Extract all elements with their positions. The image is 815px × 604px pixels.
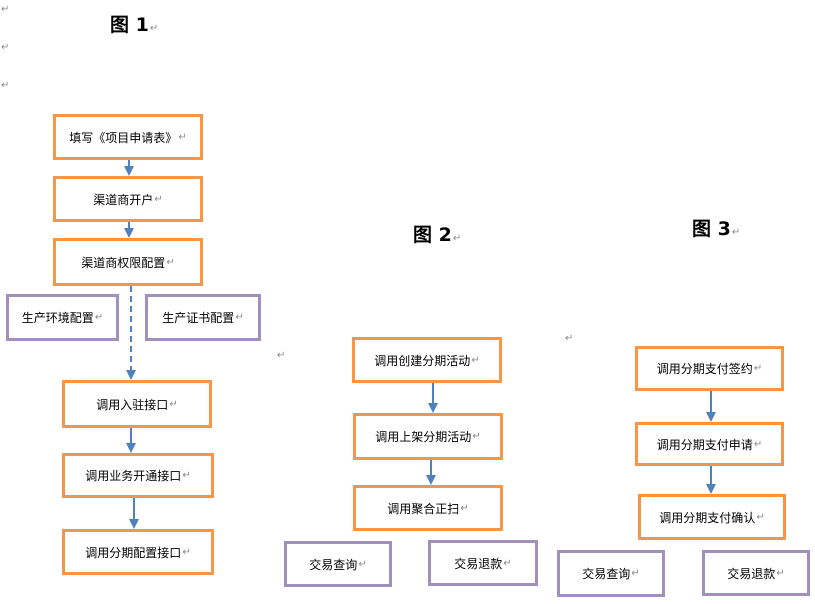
flow-step: 调用创建分期活动↵ bbox=[352, 337, 502, 383]
flow-step: 调用入驻接口↵ bbox=[62, 380, 212, 428]
flow-step: 渠道商权限配置↵ bbox=[53, 238, 203, 286]
paragraph-mark: ↵ bbox=[1, 42, 10, 53]
side-box: 生产证书配置↵ bbox=[145, 294, 261, 341]
paragraph-mark: ↵ bbox=[1, 80, 10, 91]
paragraph-mark: ↵ bbox=[1, 4, 10, 15]
figure-1-title: 图 1↵ bbox=[110, 14, 159, 36]
flow-step: 填写《项目申请表》↵ bbox=[53, 114, 203, 160]
side-box: 交易退款↵ bbox=[702, 550, 810, 596]
paragraph-mark: ↵ bbox=[565, 333, 574, 344]
figure-2-title: 图 2↵ bbox=[413, 224, 462, 246]
flow-step: 调用分期支付申请↵ bbox=[635, 422, 784, 466]
figure-3-title: 图 3↵ bbox=[692, 218, 741, 240]
side-box: 交易查询↵ bbox=[557, 550, 665, 597]
paragraph-mark: ↵ bbox=[277, 350, 286, 361]
side-box: 交易退款↵ bbox=[428, 540, 538, 586]
flow-step: 调用聚合正扫↵ bbox=[353, 485, 503, 531]
flow-step: 调用分期配置接口↵ bbox=[62, 529, 214, 575]
side-box: 交易查询↵ bbox=[284, 541, 392, 587]
side-box: 生产环境配置↵ bbox=[6, 294, 119, 341]
flow-step: 渠道商开户↵ bbox=[53, 176, 203, 222]
flow-step: 调用分期支付确认↵ bbox=[638, 494, 786, 540]
flow-step: 调用业务开通接口↵ bbox=[62, 453, 214, 498]
flow-step: 调用上架分期活动↵ bbox=[353, 413, 503, 460]
flow-step: 调用分期支付签约↵ bbox=[635, 346, 784, 391]
